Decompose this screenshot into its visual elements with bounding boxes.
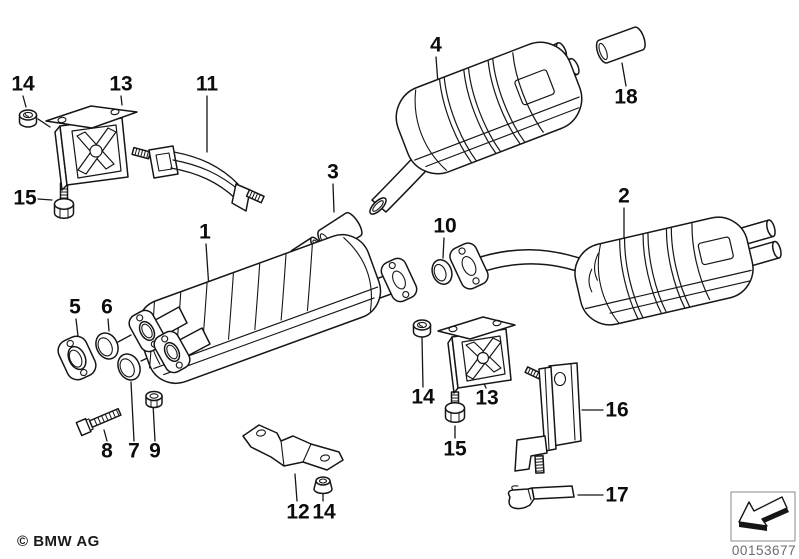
part-1-front-muffler-drawing	[128, 234, 418, 384]
part-label-7-17: 7	[128, 439, 140, 463]
part-6-gasket-ring-drawing	[95, 332, 119, 360]
part-9-nut-drawing	[145, 390, 163, 409]
part-label-5-10: 5	[69, 295, 81, 319]
part-label-8-16: 8	[101, 439, 113, 463]
part-label-3-6: 3	[327, 160, 339, 184]
copyright-text: © BMW AG	[17, 533, 100, 550]
part-14-nut-a-drawing	[18, 109, 38, 128]
part-5-flange-drawing	[57, 335, 97, 381]
part-label-11-2: 11	[195, 72, 219, 96]
part-18-tailpipe-tip-drawing	[595, 26, 646, 64]
part-11-clamp-drawing	[131, 145, 265, 212]
part-12-bracket-strap-drawing	[242, 424, 344, 471]
part-14-nut-c-drawing	[313, 476, 333, 495]
part-label-17-21: 17	[605, 483, 629, 507]
part-17-clip-drawing	[507, 485, 575, 510]
part-label-1-8: 1	[199, 220, 211, 244]
part-label-2-7: 2	[618, 184, 630, 208]
part-2-rear-muffler-right-drawing	[449, 216, 782, 326]
direction-arrow-icon	[738, 496, 789, 531]
part-8-bolt-drawing	[75, 407, 122, 437]
part-16-hanger-bracket-drawing	[514, 362, 582, 474]
part-14-nut-b-drawing	[412, 319, 432, 338]
part-label-15-15: 15	[443, 437, 467, 461]
part-label-14-20: 14	[312, 500, 336, 524]
part-label-12-19: 12	[286, 500, 310, 524]
part-label-14-0: 14	[11, 72, 35, 96]
part-label-13-13: 13	[475, 386, 499, 410]
part-label-9-18: 9	[149, 439, 161, 463]
part-13-mount-a-drawing	[45, 105, 138, 191]
nav-arrow-box	[730, 491, 796, 542]
part-15-bolt-a-drawing	[53, 182, 75, 219]
part-label-15-3: 15	[13, 186, 37, 210]
part-label-18-5: 18	[614, 85, 638, 109]
part-label-6-11: 6	[101, 295, 113, 319]
part-15-bolt-b-drawing	[444, 391, 466, 423]
part-label-4-4: 4	[430, 33, 442, 57]
part-13-mount-b-drawing	[437, 316, 516, 394]
part-label-16-14: 16	[605, 398, 629, 422]
image-number: 00153677	[731, 543, 796, 558]
part-10-sealing-ring-drawing	[431, 259, 453, 285]
part-label-10-9: 10	[433, 214, 457, 238]
part-4-rear-muffler-top-drawing	[369, 41, 583, 215]
part-label-14-12: 14	[411, 385, 435, 409]
leader-lines	[22, 56, 627, 502]
part-7-gasket-ring-drawing	[117, 353, 141, 381]
part-label-13-1: 13	[109, 72, 133, 96]
